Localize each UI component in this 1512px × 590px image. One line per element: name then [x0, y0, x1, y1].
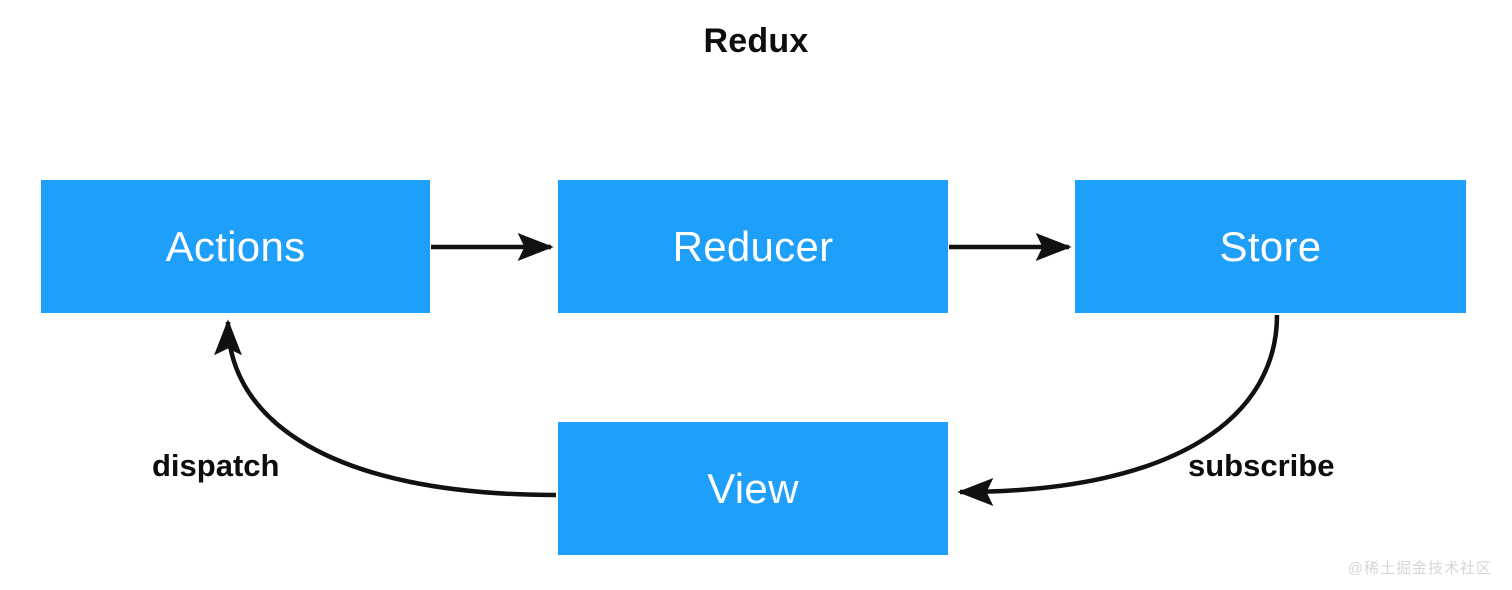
node-view-label: View: [707, 464, 799, 512]
node-actions-label: Actions: [165, 222, 306, 270]
page-title: Redux: [703, 22, 809, 60]
node-store-label: Store: [1219, 222, 1322, 270]
edge-label-subscribe: subscribe: [1188, 448, 1335, 483]
node-store[interactable]: Store: [1075, 180, 1466, 313]
edge-label-dispatch: dispatch: [152, 448, 280, 483]
node-reducer[interactable]: Reducer: [558, 180, 948, 313]
watermark: @稀土掘金技术社区: [1347, 560, 1492, 577]
node-reducer-label: Reducer: [672, 222, 834, 270]
node-view[interactable]: View: [558, 422, 948, 555]
node-actions[interactable]: Actions: [41, 180, 430, 313]
